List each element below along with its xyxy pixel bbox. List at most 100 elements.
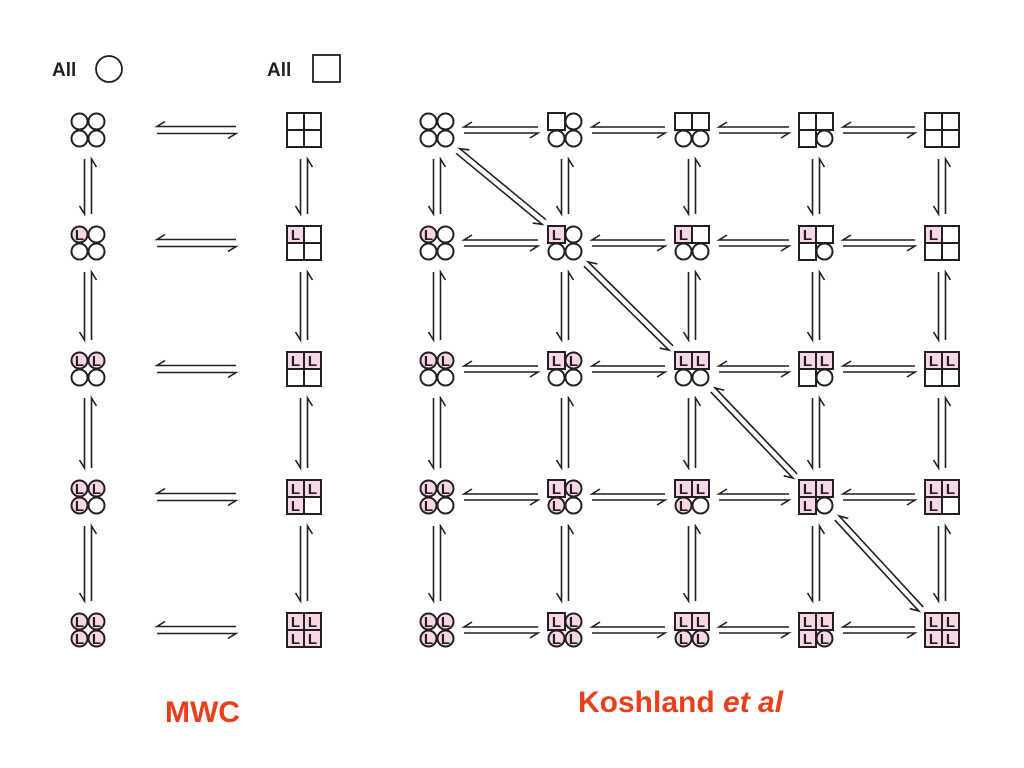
ligand-label: L (803, 614, 812, 631)
koshland-horizontal-equilibrium (461, 234, 541, 252)
koshland-tetramer (798, 112, 834, 148)
circle-subunit (691, 496, 710, 515)
forward-arrow (592, 632, 668, 639)
ligand-label: L (946, 353, 955, 370)
forward-arrow (932, 159, 940, 217)
koshland-vertical-equilibrium (932, 395, 952, 471)
reverse-arrow (154, 620, 236, 628)
ligand-label: L (929, 498, 938, 515)
forward-arrow (719, 499, 792, 506)
mwc-vertical-equilibrium (78, 523, 98, 604)
header-all-circle-label: All (52, 60, 76, 81)
forward-arrow (427, 398, 435, 471)
koshland-caption: Koshland et al (578, 686, 783, 720)
koshland-diagonal-equilibrium (583, 260, 674, 352)
mwc-vertical-equilibrium (294, 523, 314, 604)
reverse-arrow (439, 156, 447, 214)
circle-subunit (436, 112, 455, 131)
reverse-arrow (457, 147, 547, 221)
forward-arrow (294, 159, 302, 217)
square-subunit (941, 242, 960, 261)
reverse-arrow (90, 269, 98, 340)
circle-subunit (87, 368, 106, 387)
reverse-arrow (840, 360, 915, 367)
forward-arrow (294, 272, 302, 343)
ligand-label: L (424, 631, 433, 648)
forward-arrow (932, 272, 940, 343)
reverse-arrow (716, 234, 789, 241)
forward-arrow (157, 132, 239, 140)
ligand-label: L (75, 227, 84, 244)
bound-circle-subunit (564, 629, 583, 648)
reverse-arrow (461, 234, 538, 241)
ligand-label: L (92, 353, 101, 370)
ligand-label: L (424, 227, 433, 244)
mwc-horizontal-equilibrium (154, 487, 239, 507)
reverse-arrow (818, 395, 826, 468)
koshland-horizontal-equilibrium (716, 234, 792, 252)
circle-subunit (70, 112, 89, 131)
forward-arrow (592, 245, 668, 252)
koshland-vertical-equilibrium (427, 523, 447, 604)
square-subunit (303, 368, 322, 387)
ligand-label: L (424, 614, 433, 631)
koshland-tetramer (674, 112, 710, 148)
reverse-arrow (712, 386, 798, 475)
circle-subunit (564, 225, 583, 244)
circle-subunit (815, 242, 834, 261)
circle-subunit (436, 225, 455, 244)
ligand-label: L (929, 631, 938, 648)
reverse-arrow (589, 234, 665, 241)
forward-arrow (78, 526, 86, 604)
ligand-label: L (929, 227, 938, 244)
koshland-horizontal-equilibrium (461, 488, 541, 506)
koshland-horizontal-equilibrium (716, 621, 792, 639)
square-subunit (303, 129, 322, 148)
forward-arrow (555, 526, 563, 604)
forward-arrow (464, 371, 541, 378)
square-subunit (674, 112, 693, 131)
forward-arrow (592, 132, 668, 139)
circle-subunit (815, 368, 834, 387)
koshland-horizontal-equilibrium (589, 621, 668, 639)
square-subunit (815, 112, 834, 131)
square-subunit (303, 242, 322, 261)
ligand-label: L (679, 481, 688, 498)
reverse-arrow (306, 156, 314, 214)
koshland-horizontal-equilibrium (589, 488, 668, 506)
ligand-label: L (929, 481, 938, 498)
ligand-label: L (291, 498, 300, 515)
bound-circle-subunit (691, 629, 710, 648)
square-subunit (924, 368, 943, 387)
forward-arrow (78, 398, 86, 471)
koshland-tetramer: L (547, 225, 583, 261)
reverse-arrow (589, 360, 665, 367)
reverse-arrow (944, 269, 952, 340)
reverse-arrow (567, 156, 575, 214)
koshland-horizontal-equilibrium (716, 121, 792, 139)
forward-arrow (719, 245, 792, 252)
ligand-label: L (291, 481, 300, 498)
mwc-square-tetramer (286, 112, 322, 148)
koshland-vertical-equilibrium (932, 156, 952, 217)
ligand-label: L (679, 498, 688, 515)
forward-arrow (427, 272, 435, 343)
forward-arrow (555, 398, 563, 471)
forward-arrow (682, 159, 690, 217)
bound-circle-subunit (87, 629, 106, 648)
forward-arrow (843, 499, 918, 506)
koshland-vertical-equilibrium (555, 395, 575, 471)
square-subunit (941, 496, 960, 515)
koshland-tetramer: L (419, 225, 455, 261)
reverse-arrow (90, 395, 98, 468)
ligand-label: L (92, 481, 101, 498)
ligand-label: L (552, 631, 561, 648)
ligand-label: L (291, 614, 300, 631)
